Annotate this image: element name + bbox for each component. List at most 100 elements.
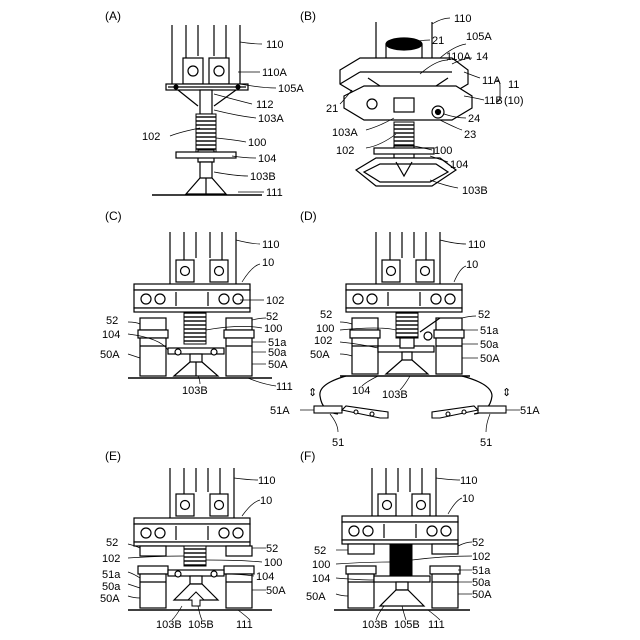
ref-50a-right: 50A (480, 353, 500, 365)
sling-tool-51-right (432, 406, 506, 418)
ref-52-left: 52 (106, 537, 118, 549)
lift-arrow-right: ⇕ (502, 387, 511, 399)
panel-b: (B) (300, 9, 524, 197)
ref-103a: 103A (332, 127, 358, 139)
ref-50a: 50a (102, 581, 121, 593)
bracket-112 (178, 90, 236, 114)
ref-51-left: 51 (332, 437, 344, 449)
ref-24: 24 (468, 113, 480, 125)
jack-screw-102 (396, 312, 418, 338)
ref-51a: 51a (472, 565, 491, 577)
ref-103a: 103A (258, 113, 284, 125)
jack-screw-102 (196, 114, 216, 152)
sling-tool-51-left (314, 406, 388, 418)
ref-111: 111 (236, 619, 253, 631)
ref-100: 100 (316, 323, 334, 335)
panel-a: (A) (105, 9, 304, 199)
ref-103b: 103B (462, 185, 488, 197)
ref-10: 10 (260, 495, 272, 507)
ref-102: 102 (314, 335, 332, 347)
ref-10: (10) (504, 95, 524, 107)
ref-50a-right: 50A (266, 585, 286, 597)
ref-100: 100 (248, 137, 266, 149)
plate-11b (344, 86, 472, 120)
ref-103b: 103B (250, 171, 276, 183)
ref-104: 104 (258, 153, 276, 165)
ref-104: 104 (102, 329, 120, 341)
panel-b-label: (B) (300, 9, 316, 23)
base-plate-110a (166, 84, 248, 90)
ref-110: 110 (468, 239, 486, 251)
ref-51a: 51a (480, 325, 499, 337)
ref-110a: 110A (262, 67, 288, 79)
ref-14: 14 (476, 51, 488, 63)
ref-103b: 103B (182, 385, 208, 397)
ref-11: 11 (508, 79, 519, 91)
ref-52-right: 52 (478, 309, 490, 321)
ref-105b: 105B (188, 619, 214, 631)
ref-104: 104 (256, 571, 274, 583)
jack-foot-103b (386, 352, 428, 374)
clamp-blocks (183, 58, 229, 84)
ref-10: 10 (466, 259, 478, 271)
ref-111: 111 (428, 619, 445, 631)
ref-52-right: 52 (472, 537, 484, 549)
ref-110: 110 (262, 239, 280, 251)
ref-50a-left: 50A (100, 349, 120, 361)
panel-c-label: (C) (105, 209, 122, 223)
ref-112: 112 (256, 99, 274, 111)
panel-c: (C) (100, 209, 293, 397)
lift-arrow-left: ⇕ (308, 387, 317, 399)
ref-52-left: 52 (106, 315, 118, 327)
ref-52-right: 52 (266, 543, 278, 555)
ref-100: 100 (312, 559, 330, 571)
panel-a-label: (A) (105, 9, 121, 23)
ref-103b: 103B (156, 619, 182, 631)
ref-50a-left: 50A (310, 349, 330, 361)
ref-50a-right: 50A (268, 359, 288, 371)
ref-105b: 105B (394, 619, 420, 631)
ref-10: 10 (462, 493, 474, 505)
jack-body-100 (374, 146, 434, 158)
ref-102: 102 (472, 551, 490, 563)
ref-111: 111 (276, 381, 293, 393)
jack-screw-102 (394, 122, 414, 148)
jack-handle-104 (378, 338, 434, 352)
column-110 (172, 25, 240, 86)
ref-50a: 50a (268, 347, 287, 359)
ref-105a: 105A (278, 83, 304, 95)
ref-52-right: 52 (266, 311, 278, 323)
ref-50a: 50a (472, 577, 491, 589)
clamp-blocks (176, 494, 228, 516)
ref-104: 104 (312, 573, 330, 585)
ref-50a-left: 50A (306, 591, 326, 603)
ref-10: 10 (262, 257, 274, 269)
jack-foot-103b (380, 582, 424, 606)
frame-10 (346, 284, 462, 312)
frame-10 (134, 518, 250, 546)
ref-110a: 110A (446, 51, 472, 63)
ref-104: 104 (352, 385, 370, 397)
ref-50a: 50a (480, 339, 499, 351)
jack-base-103b (356, 158, 456, 186)
ref-102: 102 (336, 145, 354, 157)
ref-50a-left: 50A (100, 593, 120, 605)
ref-110: 110 (454, 13, 472, 25)
jack-foot-103b (174, 354, 218, 376)
clamp-blocks (382, 260, 434, 282)
frame-10 (134, 284, 250, 312)
ref-23: 23 (464, 129, 476, 141)
ref-102: 102 (266, 295, 284, 307)
ref-51a-right: 51A (520, 405, 540, 417)
ref-110: 110 (258, 475, 276, 487)
jack-screw-102 (390, 544, 412, 576)
ref-103b: 103B (362, 619, 388, 631)
panel-d-label: (D) (300, 209, 317, 223)
ref-110: 110 (266, 39, 284, 51)
ref-100: 100 (264, 557, 282, 569)
jack-screw-102 (184, 546, 206, 566)
ref-52-left: 52 (320, 309, 332, 321)
ref-102: 102 (102, 553, 120, 565)
ref-21: 21 (432, 35, 444, 47)
